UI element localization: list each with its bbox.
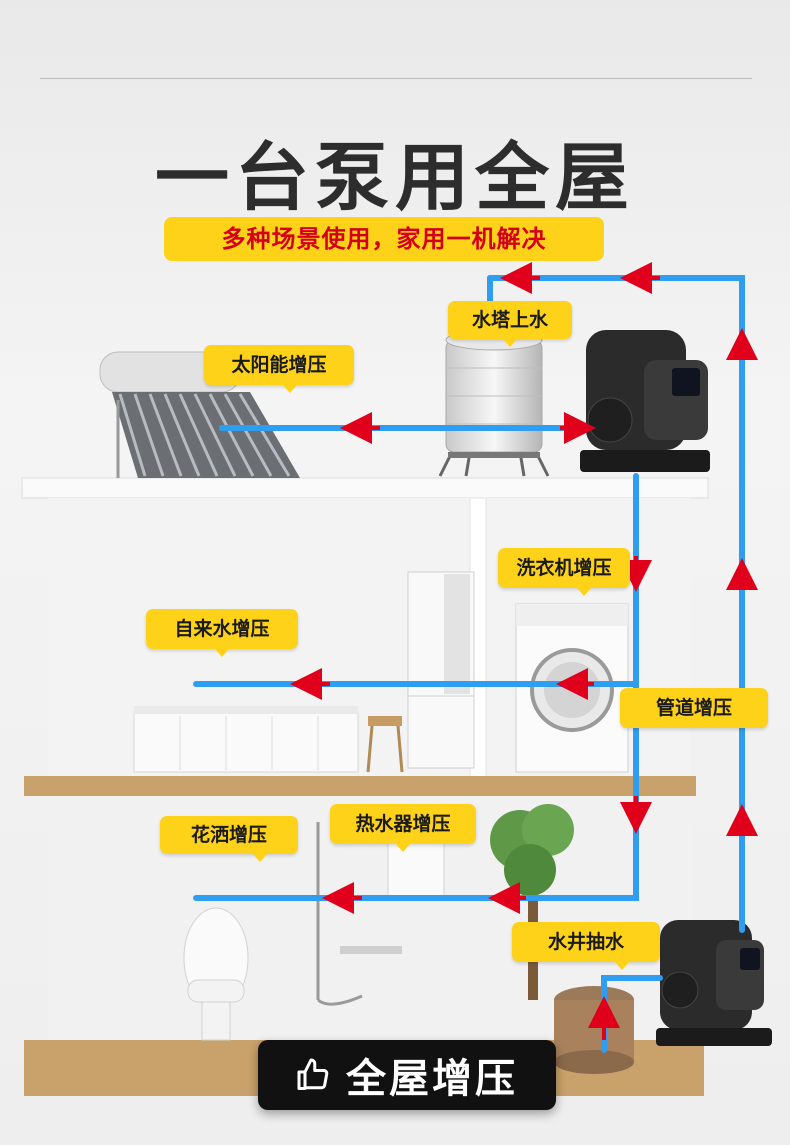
- water-tower-tank: [438, 329, 550, 477]
- page-title: 一台泵用全屋: [155, 135, 635, 221]
- stone-well: [554, 986, 634, 1074]
- toilet: [183, 907, 249, 1041]
- bar-stool: [366, 716, 404, 773]
- kitchen-cabinets: [133, 706, 359, 773]
- flow-arrows: [290, 262, 758, 1040]
- thumbs-up-icon: [297, 1058, 329, 1090]
- top-divider: [40, 78, 752, 79]
- label-solar: 太阳能增压: [204, 345, 354, 393]
- pump-bottom-illustration: [656, 920, 772, 1046]
- label-well: 水井抽水: [512, 922, 660, 970]
- label-shower: 花洒增压: [160, 816, 298, 862]
- label-tap-water: 自来水增压: [146, 609, 298, 657]
- fridge: [407, 571, 475, 769]
- washing-machine: [515, 603, 629, 773]
- bottom-badge: 全屋增压: [258, 1040, 556, 1110]
- middle-floor: [24, 776, 696, 796]
- label-pipeline: 管道增压: [620, 688, 768, 728]
- shower-set: [316, 822, 402, 1006]
- pump-top-illustration: [580, 330, 710, 472]
- label-water-heater: 热水器增压: [330, 804, 476, 852]
- roof-slab: [21, 477, 709, 499]
- subtitle-banner: 多种场景使用，家用一机解决: [164, 217, 604, 261]
- label-washer: 洗衣机增压: [498, 548, 630, 596]
- badge-text: 全屋增压: [346, 1056, 518, 1102]
- label-water-tower: 水塔上水: [448, 301, 572, 347]
